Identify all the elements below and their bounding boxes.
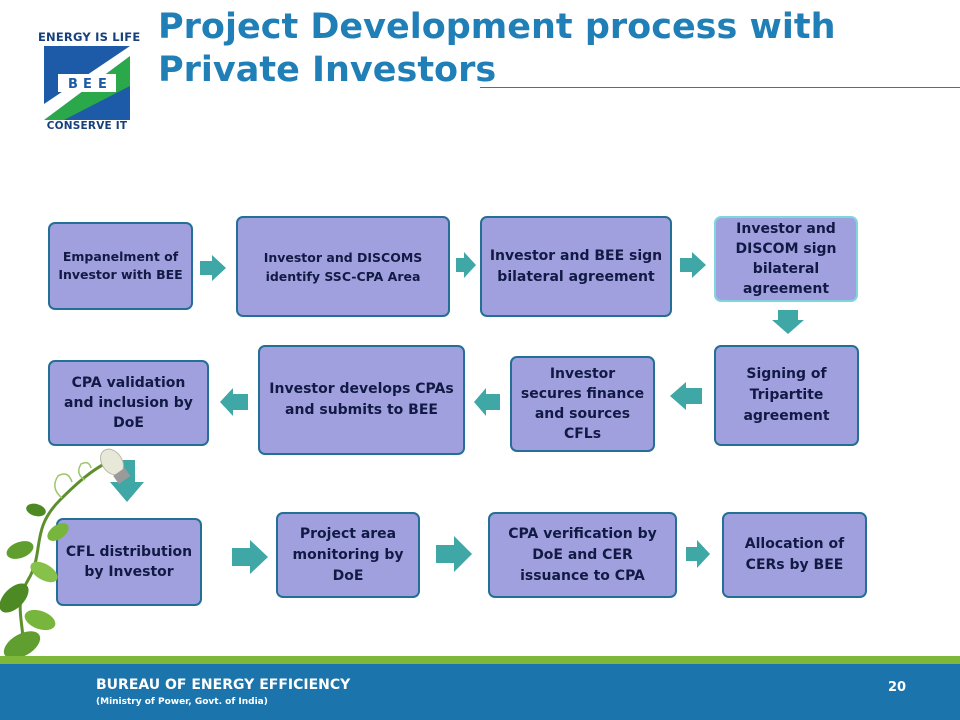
arrow-right-icon bbox=[456, 252, 476, 278]
step-finance-label: Investor secures finance and sources CFL… bbox=[520, 366, 645, 442]
step-bee-agreement-label: Investor and BEE sign bilateral agreemen… bbox=[489, 247, 663, 285]
step-allocation: Allocation of CERs by BEE bbox=[722, 512, 867, 598]
step-verification-label: CPA verification by DoE and CER issuance… bbox=[508, 525, 657, 584]
footer-accent-bar bbox=[0, 656, 960, 664]
step-tripartite: Signing of Tripartite agreement bbox=[714, 345, 859, 446]
arrow-down-icon bbox=[772, 310, 804, 334]
step-distribution: CFL distribution by Investor bbox=[56, 518, 202, 606]
title-rule bbox=[480, 87, 960, 88]
step-tripartite-label: Signing of Tripartite agreement bbox=[743, 366, 830, 424]
step-bee-agreement: Investor and BEE sign bilateral agreemen… bbox=[480, 216, 672, 317]
step-validation-label: CPA validation and inclusion by DoE bbox=[64, 375, 193, 431]
step-empanelment: Empanelment of Investor with BEE bbox=[48, 222, 193, 310]
arrow-right-icon bbox=[680, 252, 706, 278]
bee-logo: ENERGY IS LIFE B E E CONSERVE IT bbox=[38, 30, 141, 134]
step-finance: Investor secures finance and sources CFL… bbox=[510, 356, 655, 452]
logo-letter-b: B bbox=[68, 77, 78, 92]
page-title: Project Development process with Private… bbox=[158, 7, 836, 90]
arrow-right-icon bbox=[436, 536, 472, 572]
logo-bottom-text: CONSERVE IT bbox=[46, 120, 128, 132]
step-monitoring: Project area monitoring by DoE bbox=[276, 512, 420, 598]
vine-decoration-icon bbox=[0, 448, 130, 660]
step-empanelment-label: Empanelment of Investor with BEE bbox=[58, 249, 183, 282]
step-develops-label: Investor develops CPAs and submits to BE… bbox=[269, 381, 454, 418]
arrow-right-icon bbox=[686, 540, 710, 568]
step-discom-agreement-label: Investor and DISCOM sign bilateral agree… bbox=[735, 221, 837, 297]
arrow-left-icon bbox=[670, 382, 702, 410]
logo-letter-e2: E bbox=[98, 77, 107, 92]
arrow-left-icon bbox=[474, 388, 500, 416]
logo-top-text: ENERGY IS LIFE bbox=[38, 30, 141, 44]
step-allocation-label: Allocation of CERs by BEE bbox=[744, 536, 845, 573]
step-identify-label: Investor and DISCOMS identify SSC-CPA Ar… bbox=[263, 249, 423, 284]
footer-bar bbox=[0, 664, 960, 720]
step-discom-agreement: Investor and DISCOM sign bilateral agree… bbox=[714, 216, 858, 302]
arrow-right-icon bbox=[232, 540, 268, 574]
arrow-left-icon bbox=[220, 388, 248, 416]
step-validation: CPA validation and inclusion by DoE bbox=[48, 360, 209, 446]
step-develops: Investor develops CPAs and submits to BE… bbox=[258, 345, 465, 455]
step-monitoring-label: Project area monitoring by DoE bbox=[292, 525, 404, 584]
step-distribution-label: CFL distribution by Investor bbox=[65, 544, 193, 580]
footer-org-name: BUREAU OF ENERGY EFFICIENCY bbox=[96, 677, 351, 693]
step-verification: CPA verification by DoE and CER issuance… bbox=[488, 512, 677, 598]
arrow-right-icon bbox=[200, 255, 226, 281]
step-identify: Investor and DISCOMS identify SSC-CPA Ar… bbox=[236, 216, 450, 317]
page-number: 20 bbox=[888, 680, 907, 695]
logo-letter-e1: E bbox=[83, 77, 92, 92]
footer-org-subtitle: (Ministry of Power, Govt. of India) bbox=[96, 697, 268, 707]
arrow-down-icon bbox=[110, 460, 144, 502]
bee-emblem-icon: B E E bbox=[44, 46, 130, 120]
